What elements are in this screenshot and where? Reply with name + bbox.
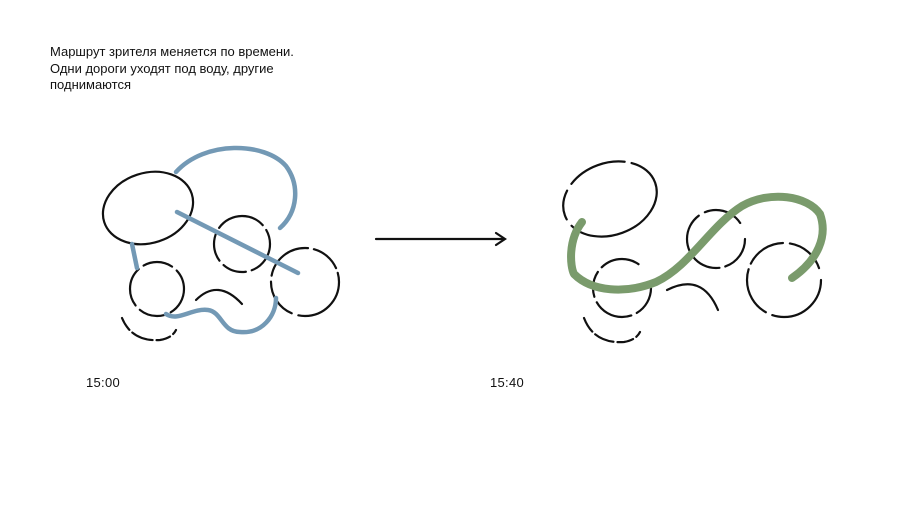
road-loop (128, 260, 186, 318)
transition-arrow (374, 231, 507, 247)
road-loop (685, 208, 747, 270)
route-segment (163, 295, 279, 335)
road-arc (665, 283, 720, 312)
route-segment (129, 241, 140, 271)
route-segment (567, 192, 827, 294)
road-loop (212, 214, 272, 274)
state-1500-roads (101, 170, 341, 342)
road-loop (101, 170, 195, 246)
route-segment (174, 209, 301, 276)
caption-line-1: Маршрут зрителя меняется по времени. (50, 44, 294, 59)
time-label-1500: 15:00 (86, 375, 121, 390)
state-1540-roads (562, 160, 823, 344)
road-loop (562, 160, 658, 238)
caption-line-3: поднимаются (50, 77, 131, 92)
road-arc (582, 316, 642, 344)
route-segment (173, 145, 298, 231)
state-1500-route (129, 145, 301, 335)
time-label-1540: 15:40 (490, 375, 525, 390)
caption-line-2: Одни дороги уходят под воду, другие (50, 60, 274, 76)
road-loop (745, 241, 823, 319)
road-loop (269, 246, 341, 318)
road-arc (120, 316, 178, 342)
road-arc (194, 288, 244, 306)
diagram-caption: Маршрут зрителя меняется по времени. Одн… (50, 44, 294, 94)
state-1540-route (567, 192, 827, 294)
